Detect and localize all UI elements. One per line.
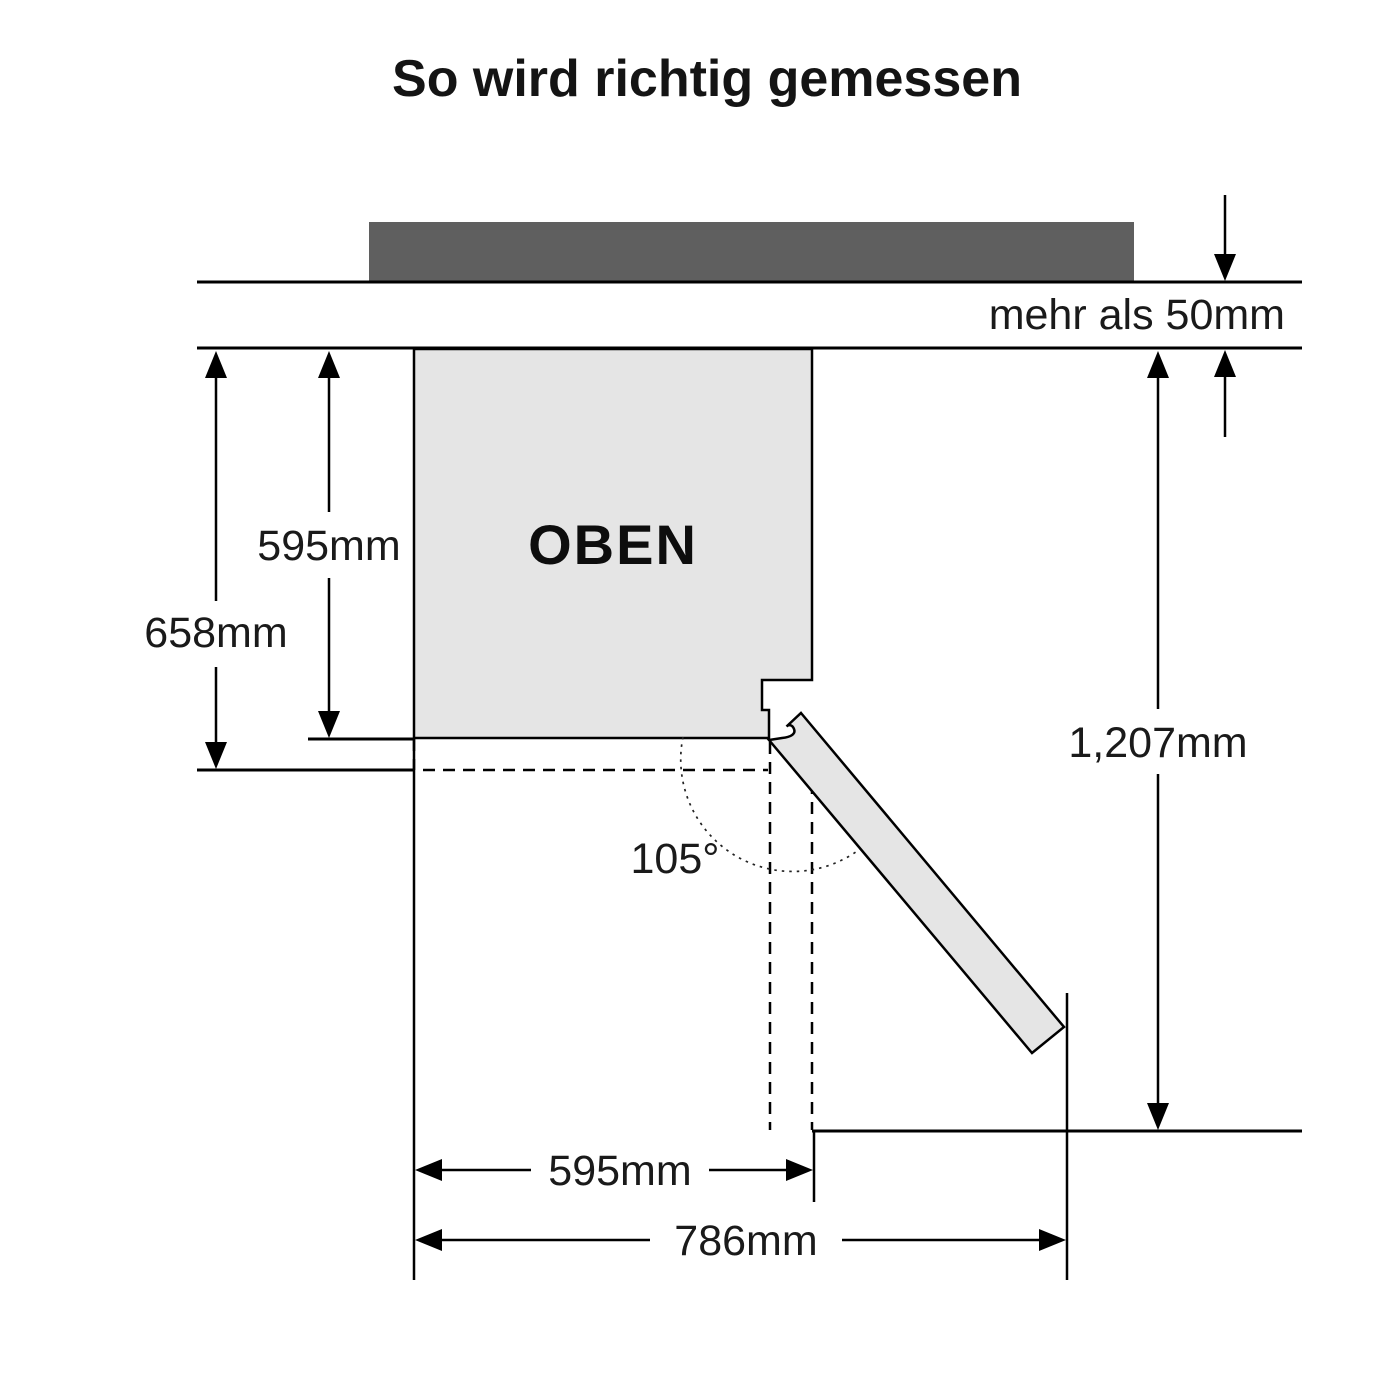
diagram-title: So wird richtig gemessen [392,50,1022,108]
swing-width-value: 786mm [674,1217,817,1265]
dimension-total-depth-open: 1,207mm [1068,351,1248,1130]
door-swing-arc [679,736,861,873]
appliance-body [412,347,814,740]
clearance-dimension [1214,195,1236,437]
arrow-up-icon [1214,350,1236,377]
door-closed-outline [412,739,814,1130]
total-depth-open-value: 1,207mm [1068,719,1247,767]
wall-block [369,222,1134,282]
door-angle-label: 105° [631,835,720,883]
clearance-label: mehr als 50mm [989,291,1285,339]
width-body-value: 595mm [548,1147,691,1195]
dimension-swing-width: 786mm [415,1217,1066,1265]
dimension-width-body: 595mm [415,1147,813,1195]
top-view-label: OBEN [528,513,698,576]
dimension-depth-body: 595mm [257,351,413,741]
depth-with-door-value: 658mm [144,609,287,657]
depth-body-value: 595mm [257,522,400,570]
appliance-door-open [766,711,1066,1055]
arrow-down-icon [1214,254,1236,281]
dimension-depth-with-door: 658mm [144,351,413,772]
